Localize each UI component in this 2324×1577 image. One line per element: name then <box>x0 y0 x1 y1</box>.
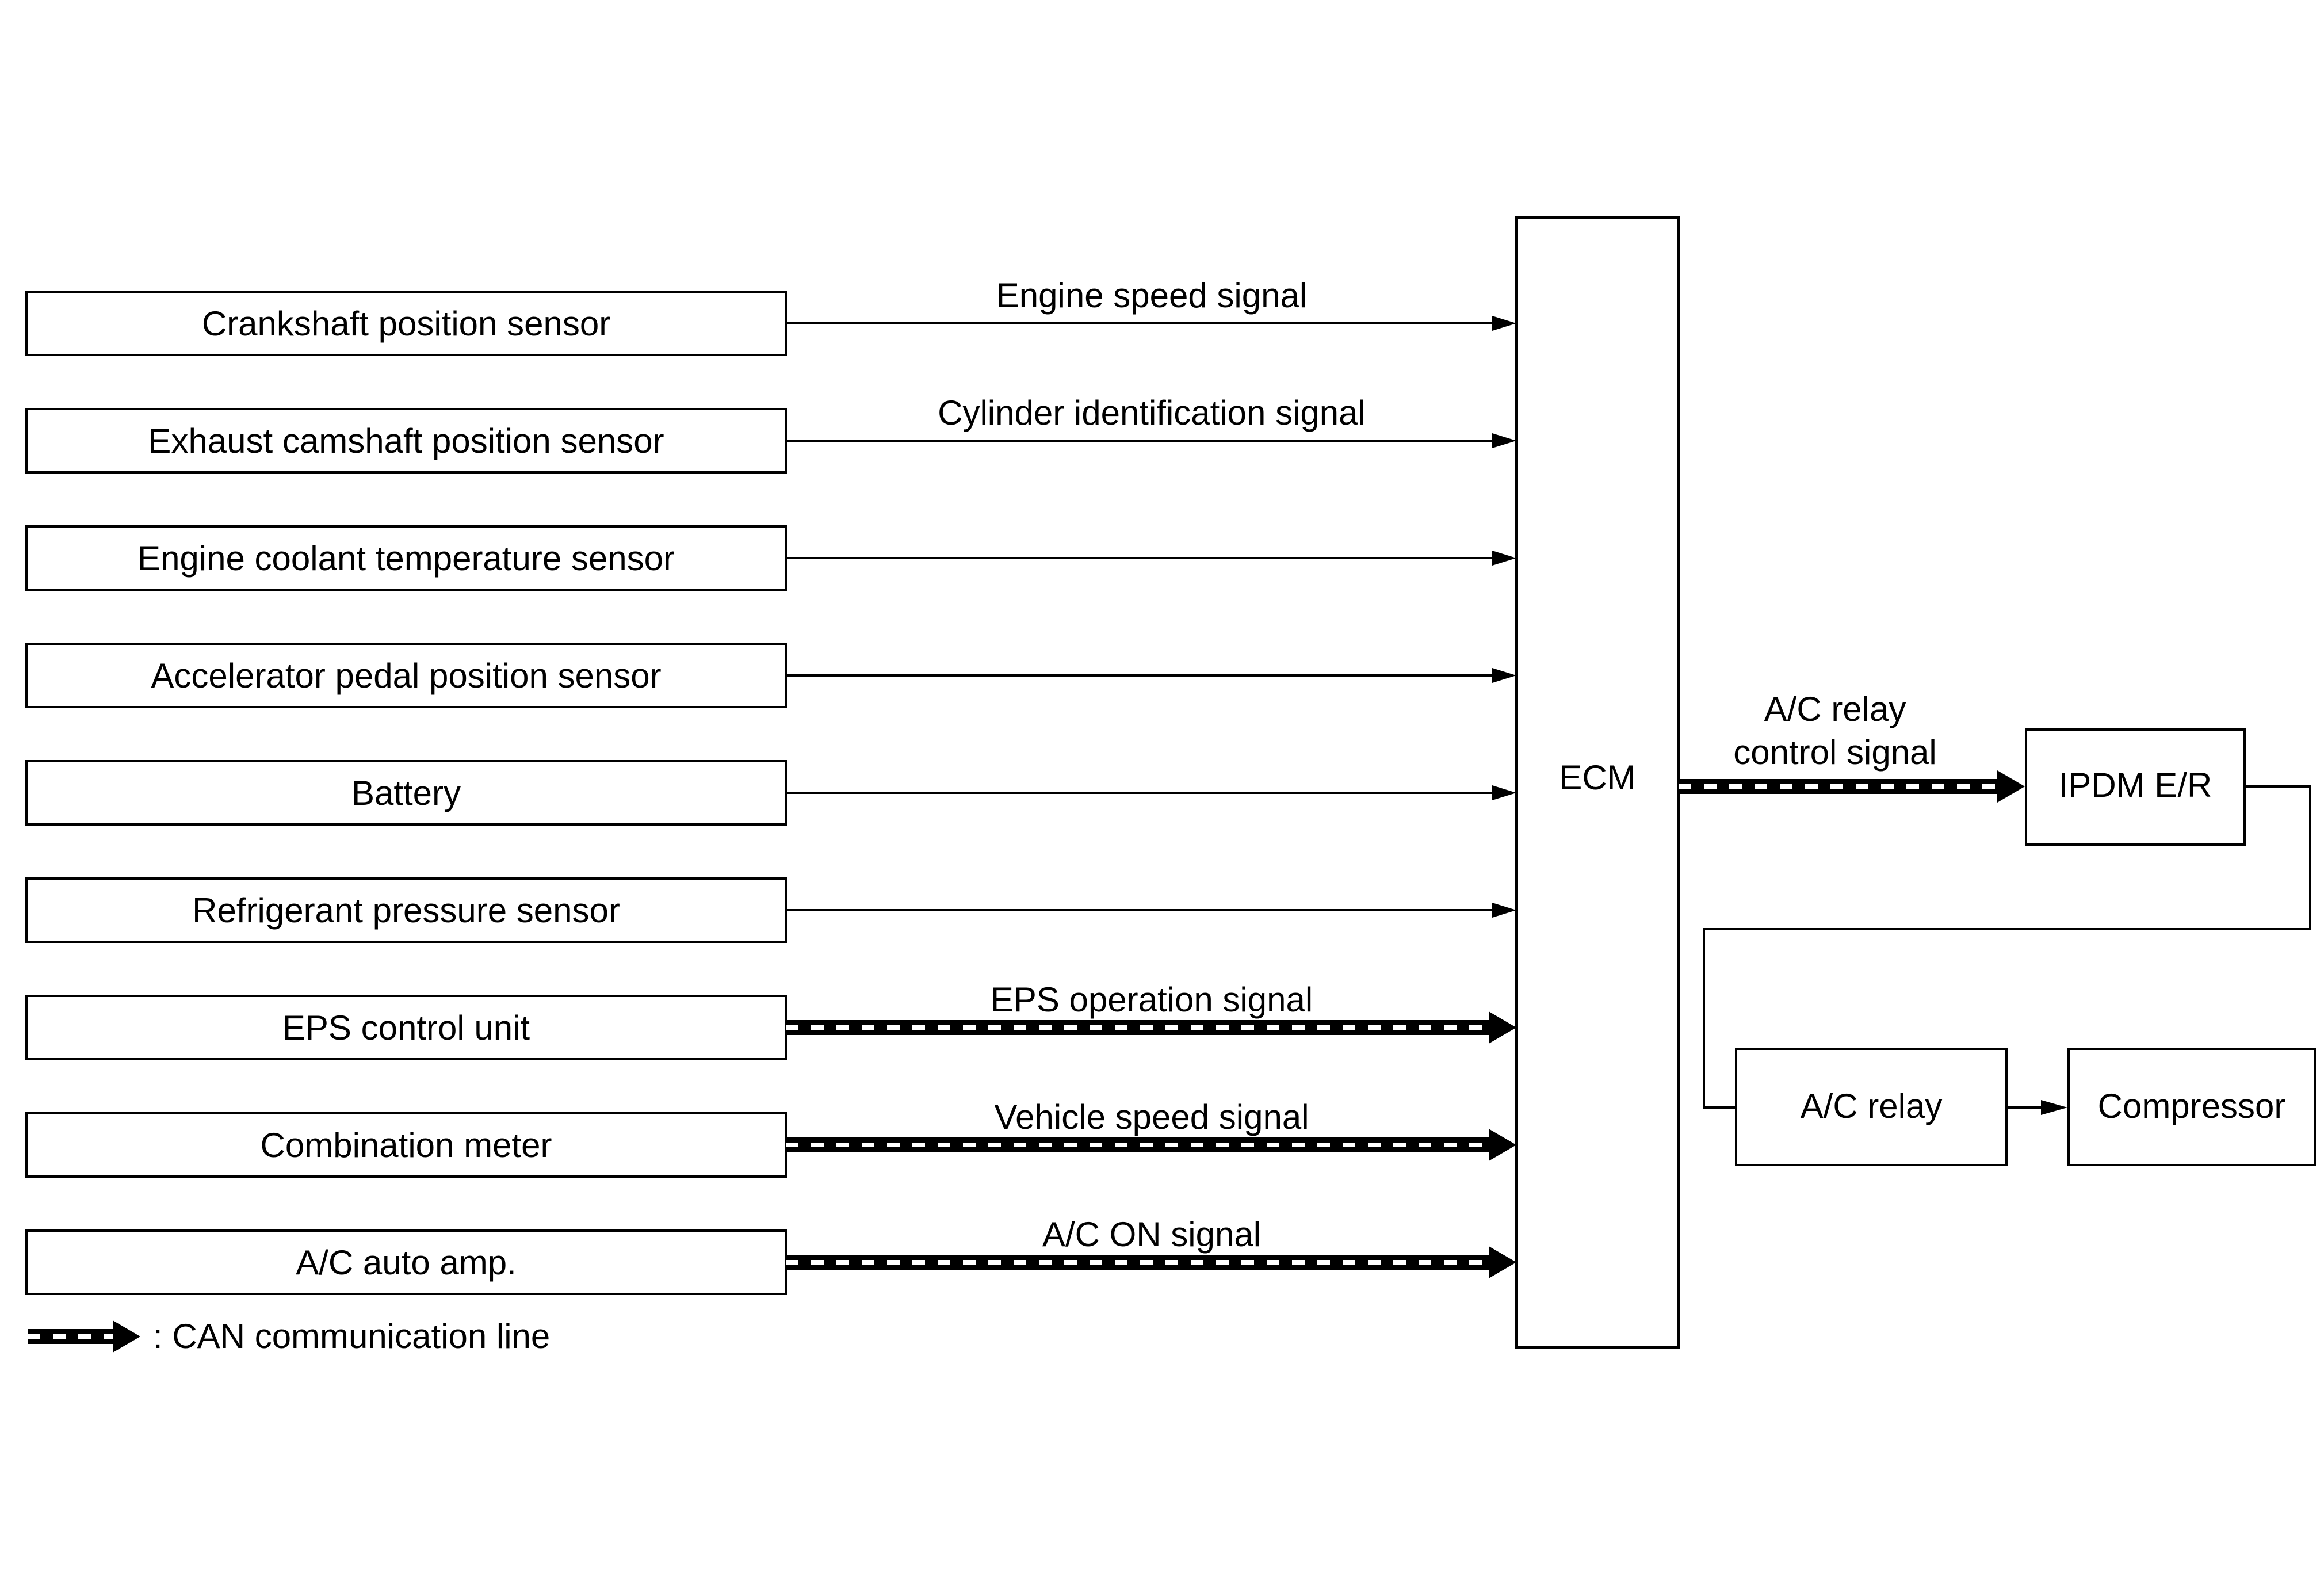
signal-label: Cylinder identification signal <box>938 394 1366 432</box>
ecm-block: ECM <box>1515 216 1680 1349</box>
compressor-label: Compressor <box>2098 1087 2286 1125</box>
signal-arrowhead <box>1492 551 1516 566</box>
input-block-label: Engine coolant temperature sensor <box>137 539 675 578</box>
signal-arrowhead <box>1492 668 1516 683</box>
legend: : CAN communication line <box>28 1317 550 1355</box>
input-block <box>25 1112 787 1178</box>
relay-control-connector: A/C relay control signal <box>1679 690 2025 803</box>
input-row: A/C auto amp. A/C ON signal <box>25 1215 1516 1295</box>
ecm-label: ECM <box>1559 758 1635 797</box>
ipdm-er-label: IPDM E/R <box>2059 766 2212 804</box>
input-block <box>25 408 787 474</box>
input-row: Exhaust camshaft position sensor Cylinder… <box>25 394 1516 474</box>
input-block <box>25 1229 787 1295</box>
relay-signal-label-line1: A/C relay <box>1764 690 1906 728</box>
signal-label: Vehicle speed signal <box>994 1098 1309 1136</box>
input-row: Crankshaft position sensor Engine speed s… <box>25 276 1516 356</box>
signal-arrowhead <box>1492 785 1516 800</box>
signal-arrowhead <box>1492 316 1516 331</box>
input-block <box>25 995 787 1060</box>
input-block-label: Accelerator pedal position sensor <box>151 656 661 695</box>
input-block-label: Combination meter <box>261 1126 552 1164</box>
input-row: Engine coolant temperature sensor <box>25 525 1516 591</box>
input-block <box>25 760 787 826</box>
input-block-label: EPS control unit <box>282 1009 530 1047</box>
can-arrowhead <box>1489 1011 1516 1044</box>
ipdm-er-block: IPDM E/R <box>2025 728 2246 846</box>
input-row: EPS control unit EPS operation signal <box>25 980 1516 1060</box>
input-block <box>25 525 787 591</box>
can-line-legend-symbol <box>28 1320 140 1353</box>
ac-relay-block: A/C relay <box>1735 1048 2008 1166</box>
input-blocks: Crankshaft position sensor Engine speed s… <box>25 276 1516 1295</box>
input-block-label: Exhaust camshaft position sensor <box>148 422 664 460</box>
signal-label: EPS operation signal <box>991 980 1313 1019</box>
can-arrowhead <box>1489 1129 1516 1161</box>
can-arrowhead <box>1489 1246 1516 1278</box>
input-row: Refrigerant pressure sensor <box>25 877 1516 943</box>
signal-arrowhead <box>1492 433 1516 448</box>
input-block-label: Battery <box>351 774 461 812</box>
input-block-label: Crankshaft position sensor <box>202 304 610 343</box>
input-block <box>25 643 787 708</box>
input-block-label: A/C auto amp. <box>296 1243 517 1282</box>
relay-signal-label-line2: control signal <box>1733 733 1937 772</box>
input-row: Combination meter Vehicle speed signal <box>25 1098 1516 1178</box>
ac-relay-label: A/C relay <box>1801 1087 1943 1125</box>
input-block <box>25 877 787 943</box>
compressor-block: Compressor <box>2067 1048 2316 1166</box>
signal-label: Engine speed signal <box>996 276 1307 315</box>
input-block-label: Refrigerant pressure sensor <box>192 891 620 930</box>
input-block <box>25 291 787 356</box>
signal-arrowhead <box>1492 903 1516 918</box>
legend-label: : CAN communication line <box>153 1317 550 1355</box>
relay-to-compressor-arrow <box>2006 1100 2067 1115</box>
input-row: Battery <box>25 760 1516 826</box>
input-row: Accelerator pedal position sensor <box>25 643 1516 708</box>
ipdm-to-relay-wire <box>1703 785 2311 1109</box>
signal-label: A/C ON signal <box>1042 1215 1261 1254</box>
